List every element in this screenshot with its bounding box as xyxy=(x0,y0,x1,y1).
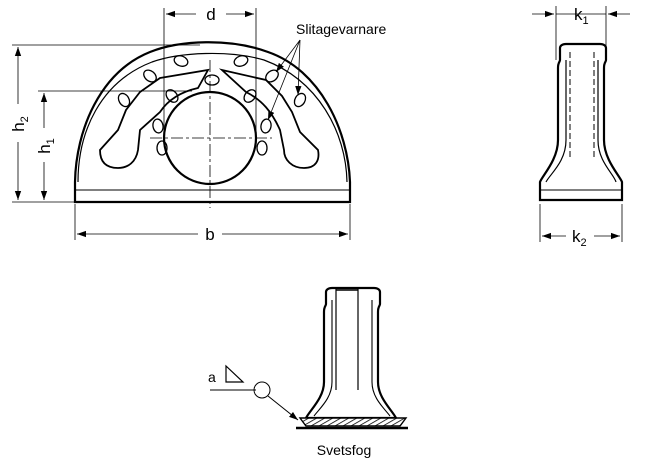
wear-hole xyxy=(293,92,307,108)
side-body-outline xyxy=(538,42,624,202)
fillet-weld-triangle xyxy=(225,364,245,383)
wear-hole xyxy=(165,89,179,103)
side-inner-right xyxy=(597,60,617,183)
front-body-outline xyxy=(73,41,352,204)
k2-subscript: 2 xyxy=(581,237,587,249)
d-label: d xyxy=(206,5,215,24)
weld-arrow-leader xyxy=(267,395,299,421)
front-dimensions xyxy=(12,8,351,240)
side-inner-left xyxy=(545,60,567,183)
wear-hole xyxy=(265,69,279,83)
h2-label: h2 xyxy=(9,116,31,132)
wear-hole xyxy=(143,69,157,83)
b-label: b xyxy=(205,225,214,244)
wear-hole xyxy=(243,89,257,103)
svg-text:h2: h2 xyxy=(9,116,31,132)
front-right-cutout xyxy=(218,68,320,169)
wear-indicator-label: Slitagevarnare xyxy=(296,21,386,37)
h2-subscript: 2 xyxy=(19,116,31,122)
wear-indicator-holes xyxy=(117,55,307,156)
side-view xyxy=(538,42,624,202)
wear-hole xyxy=(117,92,131,108)
h2-base: h xyxy=(9,122,28,131)
h1-label: h1 xyxy=(35,138,57,154)
k1-label: k1 xyxy=(574,5,589,27)
k2-label: k2 xyxy=(572,227,587,249)
weld-size-label: a xyxy=(208,369,216,385)
weld-seam-hatch xyxy=(298,417,408,427)
weld-inner-left xyxy=(313,300,333,417)
k2-base: k xyxy=(572,227,581,246)
front-inner-outline xyxy=(77,52,348,183)
h1-base: h xyxy=(35,144,54,153)
weld-inner-right xyxy=(371,300,391,417)
weld-all-around-circle xyxy=(253,381,271,399)
weld-body-outline xyxy=(304,286,398,420)
weld-seam-label: Svetsfog xyxy=(317,442,371,458)
front-left-cutout xyxy=(99,68,210,169)
wear-hole xyxy=(152,118,164,134)
wear-hole xyxy=(260,118,272,134)
k1-subscript: 1 xyxy=(583,15,589,27)
wear-hole xyxy=(204,74,220,86)
weld-symbol xyxy=(210,364,299,421)
wear-leader-2 xyxy=(295,39,302,96)
side-dimensions xyxy=(532,6,630,242)
front-view xyxy=(73,41,352,208)
wear-hole xyxy=(173,55,189,67)
wear-leader-3 xyxy=(267,39,301,121)
svg-text:h1: h1 xyxy=(35,138,57,154)
h1-subscript: 1 xyxy=(45,138,57,144)
wear-hole xyxy=(256,140,268,156)
k1-base: k xyxy=(574,5,583,24)
wear-leader-1 xyxy=(275,39,301,73)
wear-hole xyxy=(156,140,168,156)
weld-view xyxy=(304,286,398,420)
wear-hole xyxy=(233,55,249,67)
